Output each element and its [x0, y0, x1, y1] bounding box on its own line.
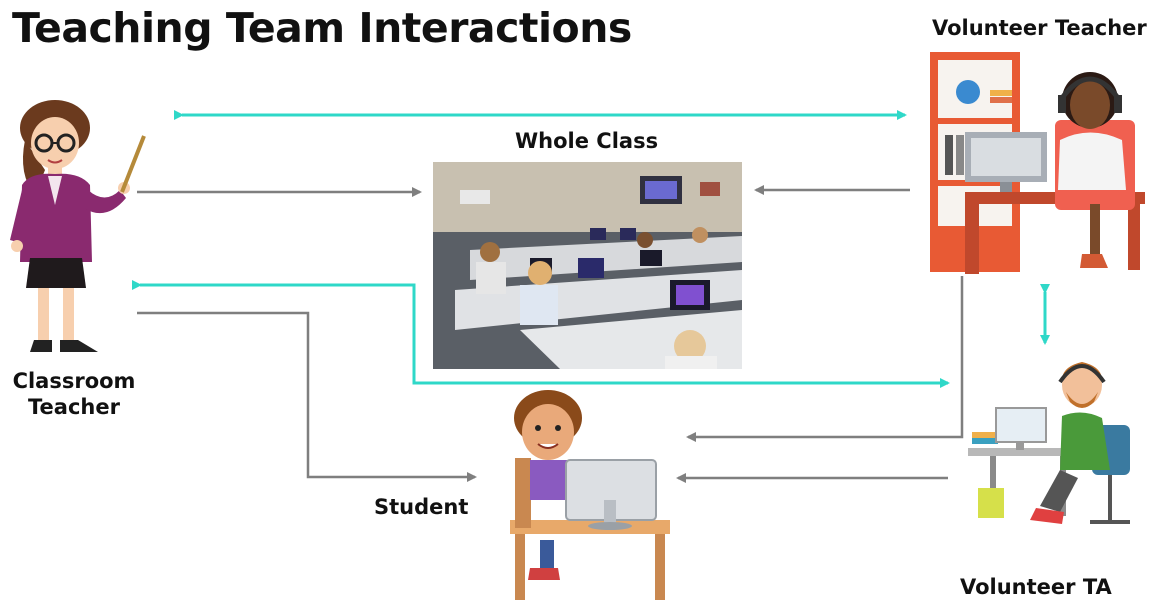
- volunteer-ta-label: Volunteer TA: [960, 575, 1112, 599]
- whole-class-label: Whole Class: [515, 129, 659, 153]
- teal-arrow-teacher-ta: [132, 280, 950, 388]
- student-illustration: [510, 390, 670, 600]
- classroom-teacher-illustration: [10, 100, 146, 352]
- gray-arrow-volunteer-to-student: [686, 276, 964, 442]
- classroom-teacher-label: Classroom Teacher: [12, 369, 136, 420]
- gray-arrow-teacher-to-student: [137, 311, 477, 482]
- volunteer-ta-illustration: [968, 362, 1130, 524]
- volunteer-teacher-illustration: [930, 52, 1145, 274]
- volunteer-teacher-label: Volunteer Teacher: [932, 16, 1147, 40]
- whole-class-photo: [433, 162, 742, 369]
- page-title: Teaching Team Interactions: [12, 4, 632, 52]
- student-label: Student: [374, 495, 469, 519]
